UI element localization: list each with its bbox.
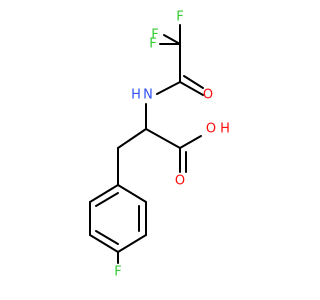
bond-alpha-carboxyl xyxy=(145,128,181,149)
atom-hydroxyl-oxygen: O xyxy=(206,122,216,137)
atom-f-top-left: F xyxy=(149,37,156,52)
atom-nitrogen: N xyxy=(143,88,153,103)
ring-bond-6 xyxy=(89,184,119,203)
ring-inner-bond-3 xyxy=(95,192,119,207)
atom-f-top-right: F xyxy=(176,10,183,25)
bond-cf3-f-left xyxy=(163,34,181,45)
bond-carbonyl-oxygen-2 xyxy=(183,75,204,89)
molecule-diagram: F F F H N O O H O F xyxy=(89,10,230,280)
bond-carbonyl-oxygen-1 xyxy=(179,81,204,96)
ring-bond-4 xyxy=(89,234,119,253)
atom-para-fluorine: F xyxy=(114,265,121,280)
bond-alpha-ch2 xyxy=(117,128,147,149)
structure-canvas: F F F H N O O H O F xyxy=(89,10,230,280)
atom-nh-hydrogen: H xyxy=(131,88,141,103)
atom-f-left: F xyxy=(151,28,158,43)
bond-carboxyl-oh xyxy=(179,135,202,149)
atom-acid-oxygen: O xyxy=(175,174,185,189)
ring-bond-3 xyxy=(117,234,147,253)
atom-hydroxyl-hydrogen: H xyxy=(220,122,230,137)
ring-inner-bond-2 xyxy=(95,230,119,245)
ring-bond-1 xyxy=(117,184,147,203)
atom-amide-oxygen: O xyxy=(203,88,213,103)
bond-carbonyl-n xyxy=(156,81,181,95)
